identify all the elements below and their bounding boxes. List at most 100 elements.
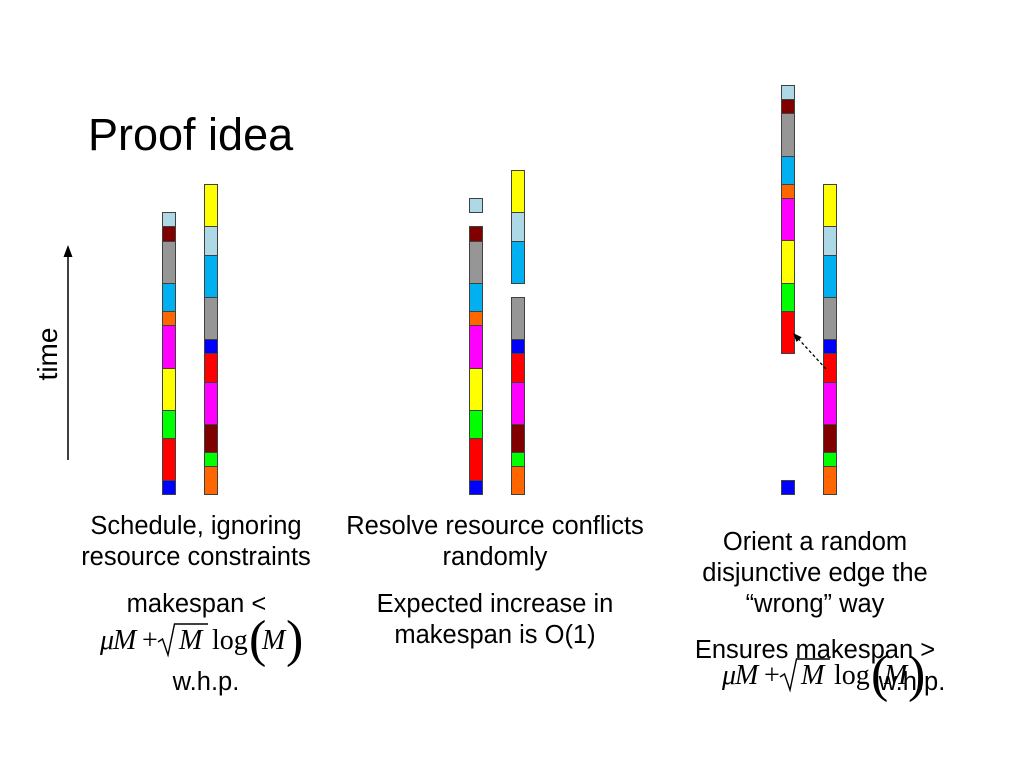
caption-schedule-line: Schedule, ignoring — [90, 512, 301, 540]
job-block — [204, 353, 218, 383]
job-block — [469, 438, 483, 481]
formula-radicand: M — [800, 660, 826, 691]
job-block — [469, 283, 483, 312]
job-block — [162, 241, 176, 284]
job-block — [823, 339, 837, 354]
job-block — [469, 325, 483, 369]
schedule-column — [204, 184, 218, 495]
job-block — [204, 382, 218, 425]
disjunctive-edge-arrow — [793, 333, 827, 370]
job-block — [781, 311, 795, 354]
job-block — [162, 368, 176, 411]
formula-coefficient: μ — [721, 660, 736, 691]
job-block — [823, 452, 837, 467]
job-block — [469, 368, 483, 411]
caption-resolve-line: randomly — [443, 543, 548, 571]
time-axis-arrowhead — [63, 245, 73, 257]
job-block — [781, 283, 795, 312]
job-block — [162, 283, 176, 312]
schedule-column — [469, 198, 483, 495]
job-block — [511, 297, 525, 340]
job-block — [823, 184, 837, 227]
job-block — [781, 85, 795, 100]
job-block — [781, 198, 795, 241]
job-block — [823, 297, 837, 340]
job-block — [781, 113, 795, 157]
caption-schedule-line: resource constraints — [81, 543, 311, 571]
radical-sign — [157, 623, 208, 658]
job-block — [823, 382, 837, 425]
job-block — [162, 212, 176, 227]
formula-variable: M — [112, 625, 138, 656]
job-block — [469, 198, 483, 213]
job-block — [469, 241, 483, 284]
formula-radicand: M — [178, 625, 204, 656]
disjunctive-edge-line — [798, 339, 827, 370]
job-block — [511, 382, 525, 425]
formula-plus: + — [142, 625, 158, 656]
schedule-column — [823, 184, 837, 495]
job-block — [204, 466, 218, 495]
job-block — [511, 424, 525, 453]
job-block — [511, 353, 525, 383]
job-block — [511, 452, 525, 467]
job-block — [781, 156, 795, 185]
schedule-group-ignoring-resources — [162, 184, 218, 495]
formula-coefficient: μ — [99, 625, 114, 656]
caption-orient: Orient a random disjunctive edge the “wr… — [695, 528, 945, 703]
job-block — [204, 452, 218, 467]
slide-title: Proof idea — [88, 109, 294, 160]
caption-orient-line: Orient a random — [723, 528, 907, 556]
caption-resolve: Resolve resource conflicts randomly Expe… — [346, 512, 644, 649]
formula-variable: M — [734, 660, 760, 691]
job-block — [823, 466, 837, 495]
job-block — [511, 241, 525, 284]
job-block — [204, 424, 218, 453]
caption-resolve-line: Resolve resource conflicts — [346, 512, 644, 540]
job-block — [781, 99, 795, 114]
job-block — [162, 311, 176, 326]
formula-right-paren: ) — [908, 646, 925, 703]
schedule-group-resolved-conflicts — [469, 170, 525, 495]
job-block — [511, 466, 525, 495]
schedule-column — [781, 85, 795, 495]
radical-sign — [779, 658, 830, 693]
job-block — [511, 170, 525, 213]
job-block — [204, 184, 218, 227]
job-block — [469, 410, 483, 439]
formula-argument: M — [883, 660, 909, 691]
job-block — [204, 226, 218, 256]
caption-whp: w.h.p. — [878, 668, 946, 696]
job-block — [469, 311, 483, 326]
formula-right-paren: ) — [286, 611, 303, 668]
job-block — [823, 226, 837, 256]
time-axis-label: time — [32, 328, 63, 381]
job-block — [511, 212, 525, 242]
job-block — [781, 184, 795, 199]
job-block — [162, 438, 176, 481]
job-block — [823, 255, 837, 298]
job-block — [162, 410, 176, 439]
caption-resolve-note: Expected increase in — [377, 590, 614, 618]
job-block — [162, 226, 176, 242]
formula-left-paren: ( — [871, 646, 888, 703]
schedule-group-oriented-edge — [781, 85, 837, 495]
job-block — [162, 480, 176, 495]
job-block — [162, 325, 176, 369]
formula-log: log — [834, 660, 870, 691]
caption-orient-line: disjunctive edge the — [702, 559, 927, 587]
makespan-lower-bound-formula: μ M + M log ( M ) — [721, 646, 925, 703]
caption-orient-line: “wrong” way — [746, 590, 885, 618]
caption-upper-bound-label: makespan < — [127, 590, 267, 618]
formula-plus: + — [764, 660, 780, 691]
job-block — [823, 424, 837, 453]
formula-log: log — [212, 625, 248, 656]
job-block — [204, 339, 218, 354]
caption-whp: w.h.p. — [172, 668, 240, 696]
job-block — [511, 339, 525, 354]
job-block — [781, 240, 795, 284]
job-block — [469, 480, 483, 495]
schedule-column — [162, 212, 176, 495]
formula-argument: M — [261, 625, 287, 656]
